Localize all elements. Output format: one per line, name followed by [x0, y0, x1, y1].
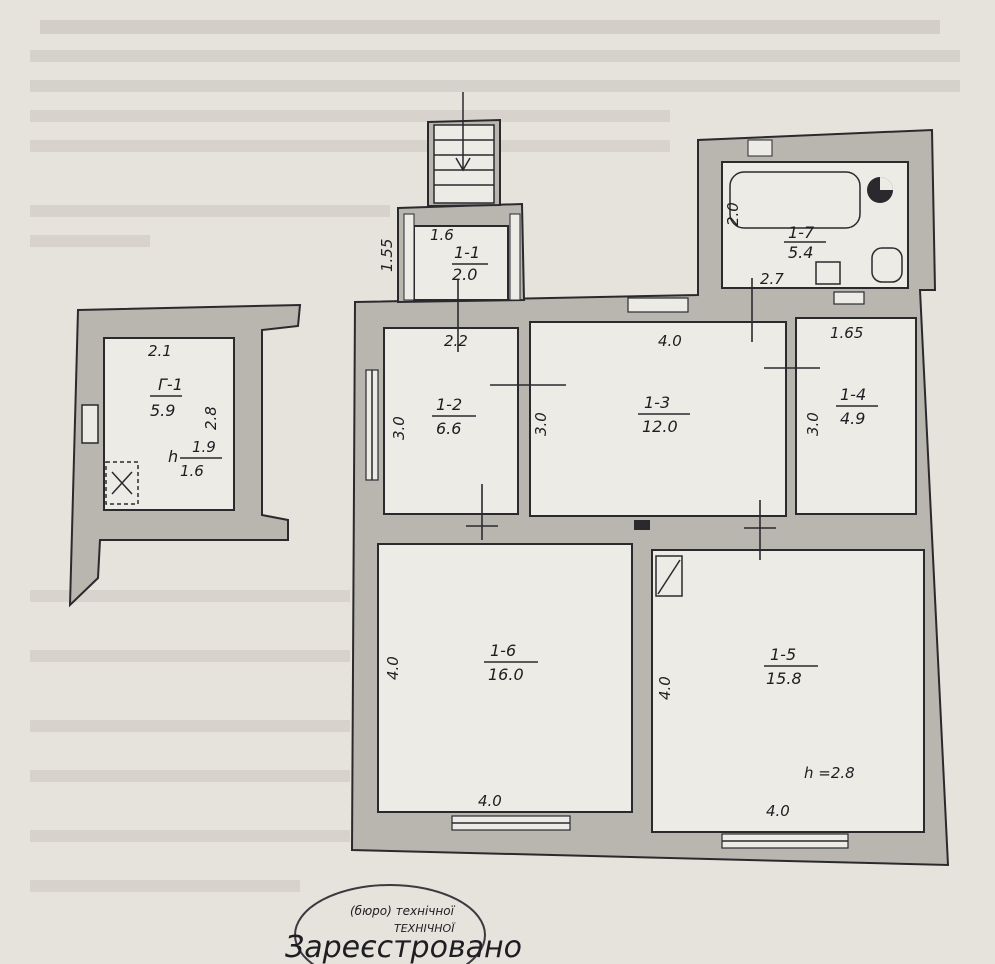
windows	[365, 291, 865, 849]
room-1-2-id: 1-2	[436, 395, 462, 414]
room-1-4-height: 3.0	[804, 412, 822, 436]
porch-width-label: 1.6	[430, 226, 454, 244]
registration-stamp: (бюро) технічної ТЕХНІЧНОЇ Зареєстровано	[285, 884, 522, 964]
room-1-7-area: 5.4	[788, 243, 813, 262]
room-1-3-width: 4.0	[658, 332, 682, 350]
cellar-ceiling-top: 1.9	[192, 438, 216, 456]
room-1-6-height: 4.0	[384, 656, 402, 680]
room-1-3	[529, 321, 787, 517]
cellar-width-label: 2.1	[148, 342, 172, 360]
room-1-6-width: 4.0	[478, 792, 502, 810]
room-1-2-height: 3.0	[390, 416, 408, 440]
room-1-1	[413, 225, 509, 301]
cellar-plan	[68, 303, 302, 608]
room-1-5-id: 1-5	[770, 645, 796, 664]
room-1-7-width: 2.7	[760, 270, 784, 288]
cellar-id-label: Г-1	[158, 375, 183, 394]
cellar-ceiling-symbol: h	[168, 447, 178, 466]
room-1-4	[795, 317, 917, 515]
room-1-2-width: 2.2	[444, 332, 468, 350]
bathtub	[729, 171, 861, 229]
room-1-6	[377, 543, 633, 813]
room-1-7-id: 1-7	[788, 223, 815, 242]
room-1-7-height: 2.0	[724, 202, 742, 226]
toilet	[871, 247, 903, 283]
porch-stairs	[433, 92, 495, 204]
sink	[815, 261, 841, 285]
room-1-5-height: 4.0	[656, 676, 674, 700]
room-1-3-id: 1-3	[644, 393, 670, 412]
room-1-4-area: 4.9	[840, 409, 865, 428]
door-marks	[457, 278, 820, 560]
room-1-6-area: 16.0	[488, 665, 524, 684]
room-1-5-area: 15.8	[766, 669, 802, 688]
porch-depth-label: 1.55	[378, 239, 396, 272]
stamp-signature: Зареєстровано	[285, 930, 522, 964]
room-1-6-id: 1-6	[490, 641, 516, 660]
cellar-height-label: 2.8	[202, 406, 220, 430]
room-1-3-height: 3.0	[532, 412, 550, 436]
ceiling-height-main: h =2.8	[804, 764, 855, 782]
cellar-ceiling-bottom: 1.6	[180, 462, 204, 480]
room-1-4-id: 1-4	[840, 385, 866, 404]
stamp-line-2: ТЕХНІЧНОЇ	[394, 922, 456, 935]
cellar-area-label: 5.9	[150, 401, 175, 420]
room-1-5-width: 4.0	[766, 802, 790, 820]
room-1-1-id: 1-1	[454, 243, 480, 262]
room-1-4-width: 1.65	[830, 324, 863, 342]
room-1-2-area: 6.6	[436, 419, 461, 438]
room-1-1-area: 2.0	[452, 265, 477, 284]
background-typed-text	[30, 20, 960, 892]
stamp-line-1: (бюро) технічної	[350, 904, 456, 918]
room-1-2	[383, 327, 519, 515]
room-1-3-area: 12.0	[642, 417, 678, 436]
room-1-5	[651, 549, 925, 833]
